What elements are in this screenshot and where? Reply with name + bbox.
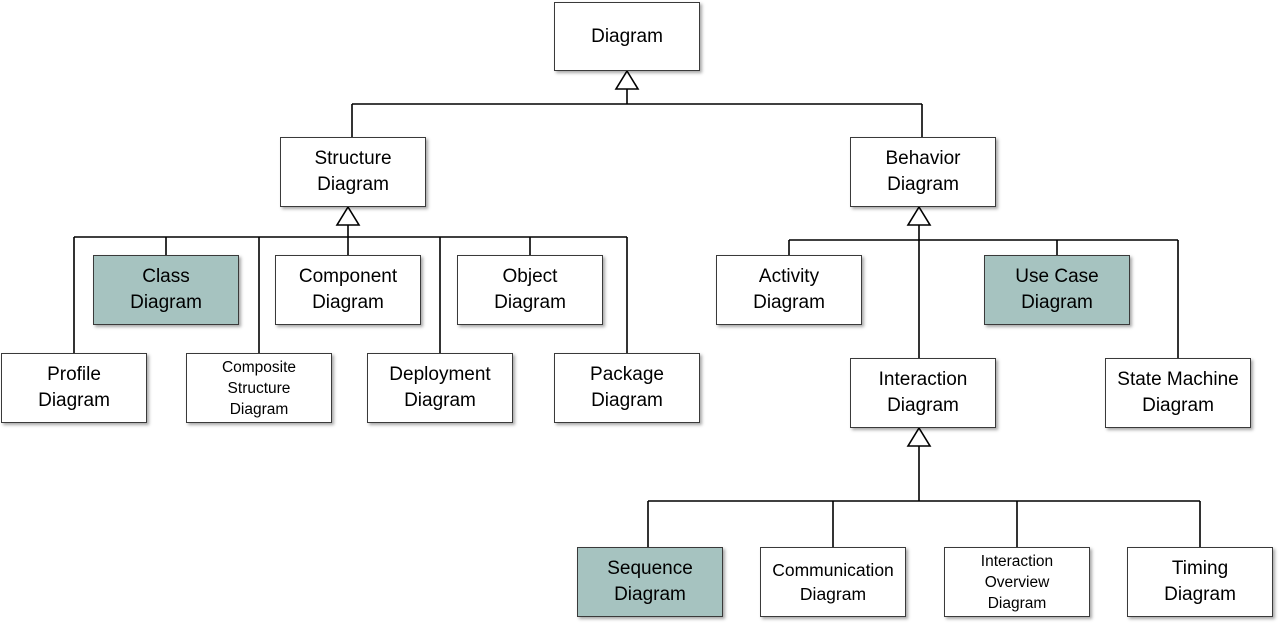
node-object-diagram: Object Diagram [457, 255, 603, 325]
node-sequence-diagram: Sequence Diagram [577, 547, 723, 617]
node-deployment-diagram: Deployment Diagram [367, 353, 513, 423]
arrowhead-interaction [906, 426, 932, 447]
node-profile-diagram: Profile Diagram [1, 353, 147, 423]
arrowhead-behavior [906, 205, 932, 226]
node-diagram: Diagram [554, 2, 700, 71]
node-communication-diagram: Communication Diagram [760, 547, 906, 617]
node-behavior-diagram: Behavior Diagram [850, 137, 996, 207]
node-timing-diagram: Timing Diagram [1127, 547, 1273, 617]
node-interaction-overview-diagram: Interaction Overview Diagram [944, 547, 1090, 617]
arrowhead-diagram [614, 69, 640, 90]
arrowhead-structure [335, 205, 361, 226]
node-activity-diagram: Activity Diagram [716, 255, 862, 325]
node-class-diagram: Class Diagram [93, 255, 239, 325]
node-component-diagram: Component Diagram [275, 255, 421, 325]
node-composite-structure-diagram: Composite Structure Diagram [186, 353, 332, 423]
node-package-diagram: Package Diagram [554, 353, 700, 423]
node-interaction-diagram: Interaction Diagram [850, 358, 996, 428]
node-state-machine-diagram: State Machine Diagram [1105, 358, 1251, 428]
node-structure-diagram: Structure Diagram [280, 137, 426, 207]
node-use-case-diagram: Use Case Diagram [984, 255, 1130, 325]
